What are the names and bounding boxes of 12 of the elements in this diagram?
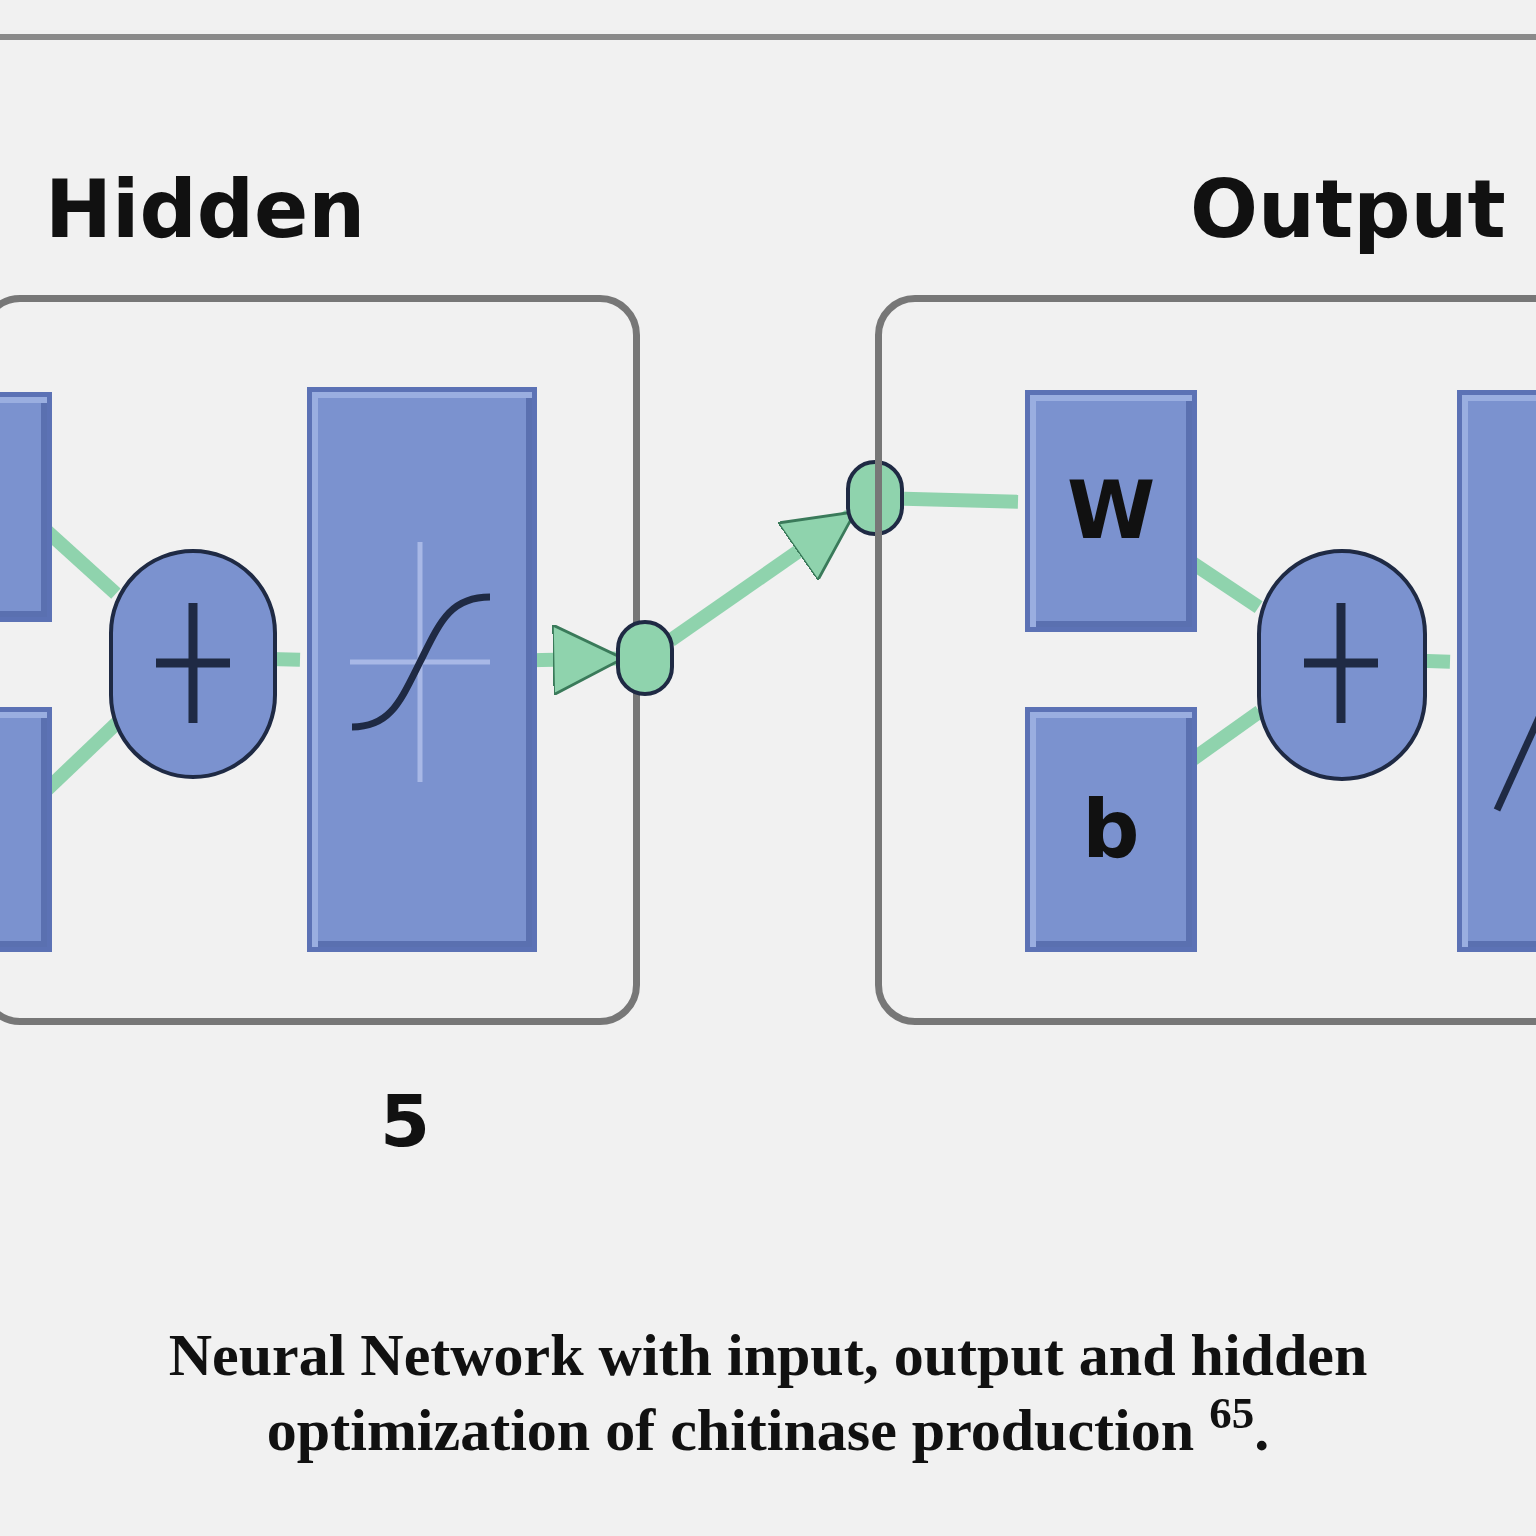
- function-box: [307, 387, 537, 952]
- layer-box: [875, 295, 1536, 1025]
- block-label: b: [1082, 789, 1140, 870]
- function-box: [0, 392, 52, 622]
- block-label: W: [1066, 471, 1156, 551]
- layer-title: Hidden: [45, 170, 366, 250]
- figure-caption: Neural Network with input, output and hidden optimization of chitinase production $^{65}$.: [168, 1322, 1368, 1463]
- function-box: [0, 707, 52, 952]
- weight-box: [1025, 390, 1197, 632]
- layer-box: [0, 295, 640, 1025]
- neuron-count: 5: [380, 1085, 431, 1157]
- weight-box: [1025, 707, 1197, 952]
